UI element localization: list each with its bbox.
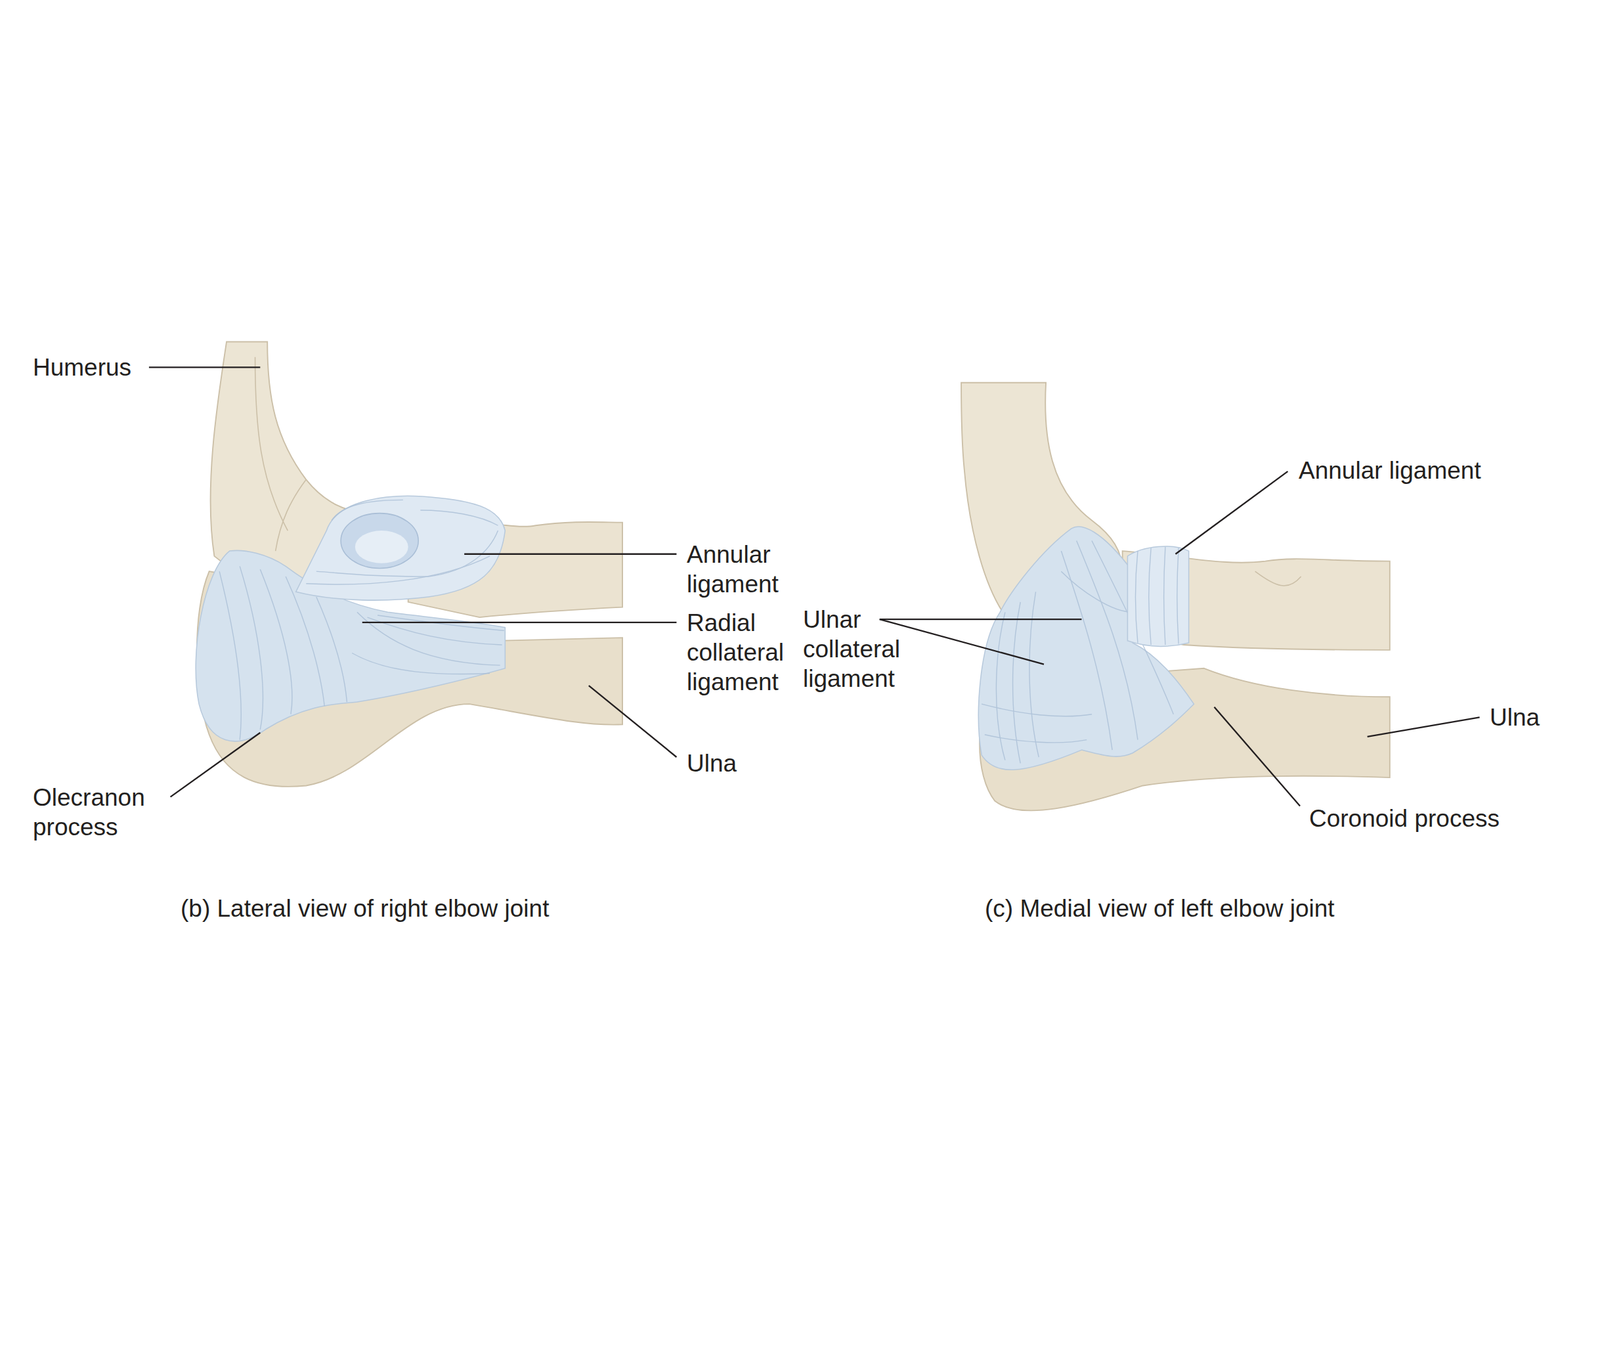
leader-line xyxy=(588,685,677,757)
leader-line xyxy=(879,619,1044,664)
leader-line xyxy=(1214,707,1301,807)
part-label: Annular ligament xyxy=(1298,455,1482,486)
part-label: Annular ligament xyxy=(686,539,828,599)
leader-lines xyxy=(149,367,1480,806)
annular-fibers xyxy=(1135,546,1179,645)
leader-line xyxy=(464,553,677,555)
lateral-elbow-figure xyxy=(195,342,623,787)
part-label: Humerus xyxy=(32,352,132,383)
radial-head-surface xyxy=(355,530,409,564)
leader-line xyxy=(1175,471,1288,555)
annular-ligament xyxy=(1127,546,1189,647)
part-label: Olecranon process xyxy=(32,782,174,842)
annular-fibers xyxy=(305,499,498,585)
medial-elbow-figure xyxy=(961,382,1390,811)
leader-line xyxy=(1367,716,1480,737)
annular-ligament xyxy=(296,495,506,601)
part-label: Ulna xyxy=(1489,702,1540,733)
joint-capsule xyxy=(978,526,1194,770)
bone-shading xyxy=(1255,571,1302,586)
view-caption: (b) Lateral view of right elbow joint xyxy=(180,893,549,924)
part-label: Ulna xyxy=(686,748,737,779)
leader-line xyxy=(170,732,261,798)
part-label: Coronoid process xyxy=(1309,803,1500,834)
view-caption: (c) Medial view of left elbow joint xyxy=(984,893,1335,924)
leader-line xyxy=(362,621,677,624)
bone-shading xyxy=(255,357,307,551)
leader-line xyxy=(149,366,260,368)
part-label: Ulnar collateral ligament xyxy=(802,604,945,694)
leader-line xyxy=(879,618,1082,620)
radial-head-opening xyxy=(340,513,419,569)
